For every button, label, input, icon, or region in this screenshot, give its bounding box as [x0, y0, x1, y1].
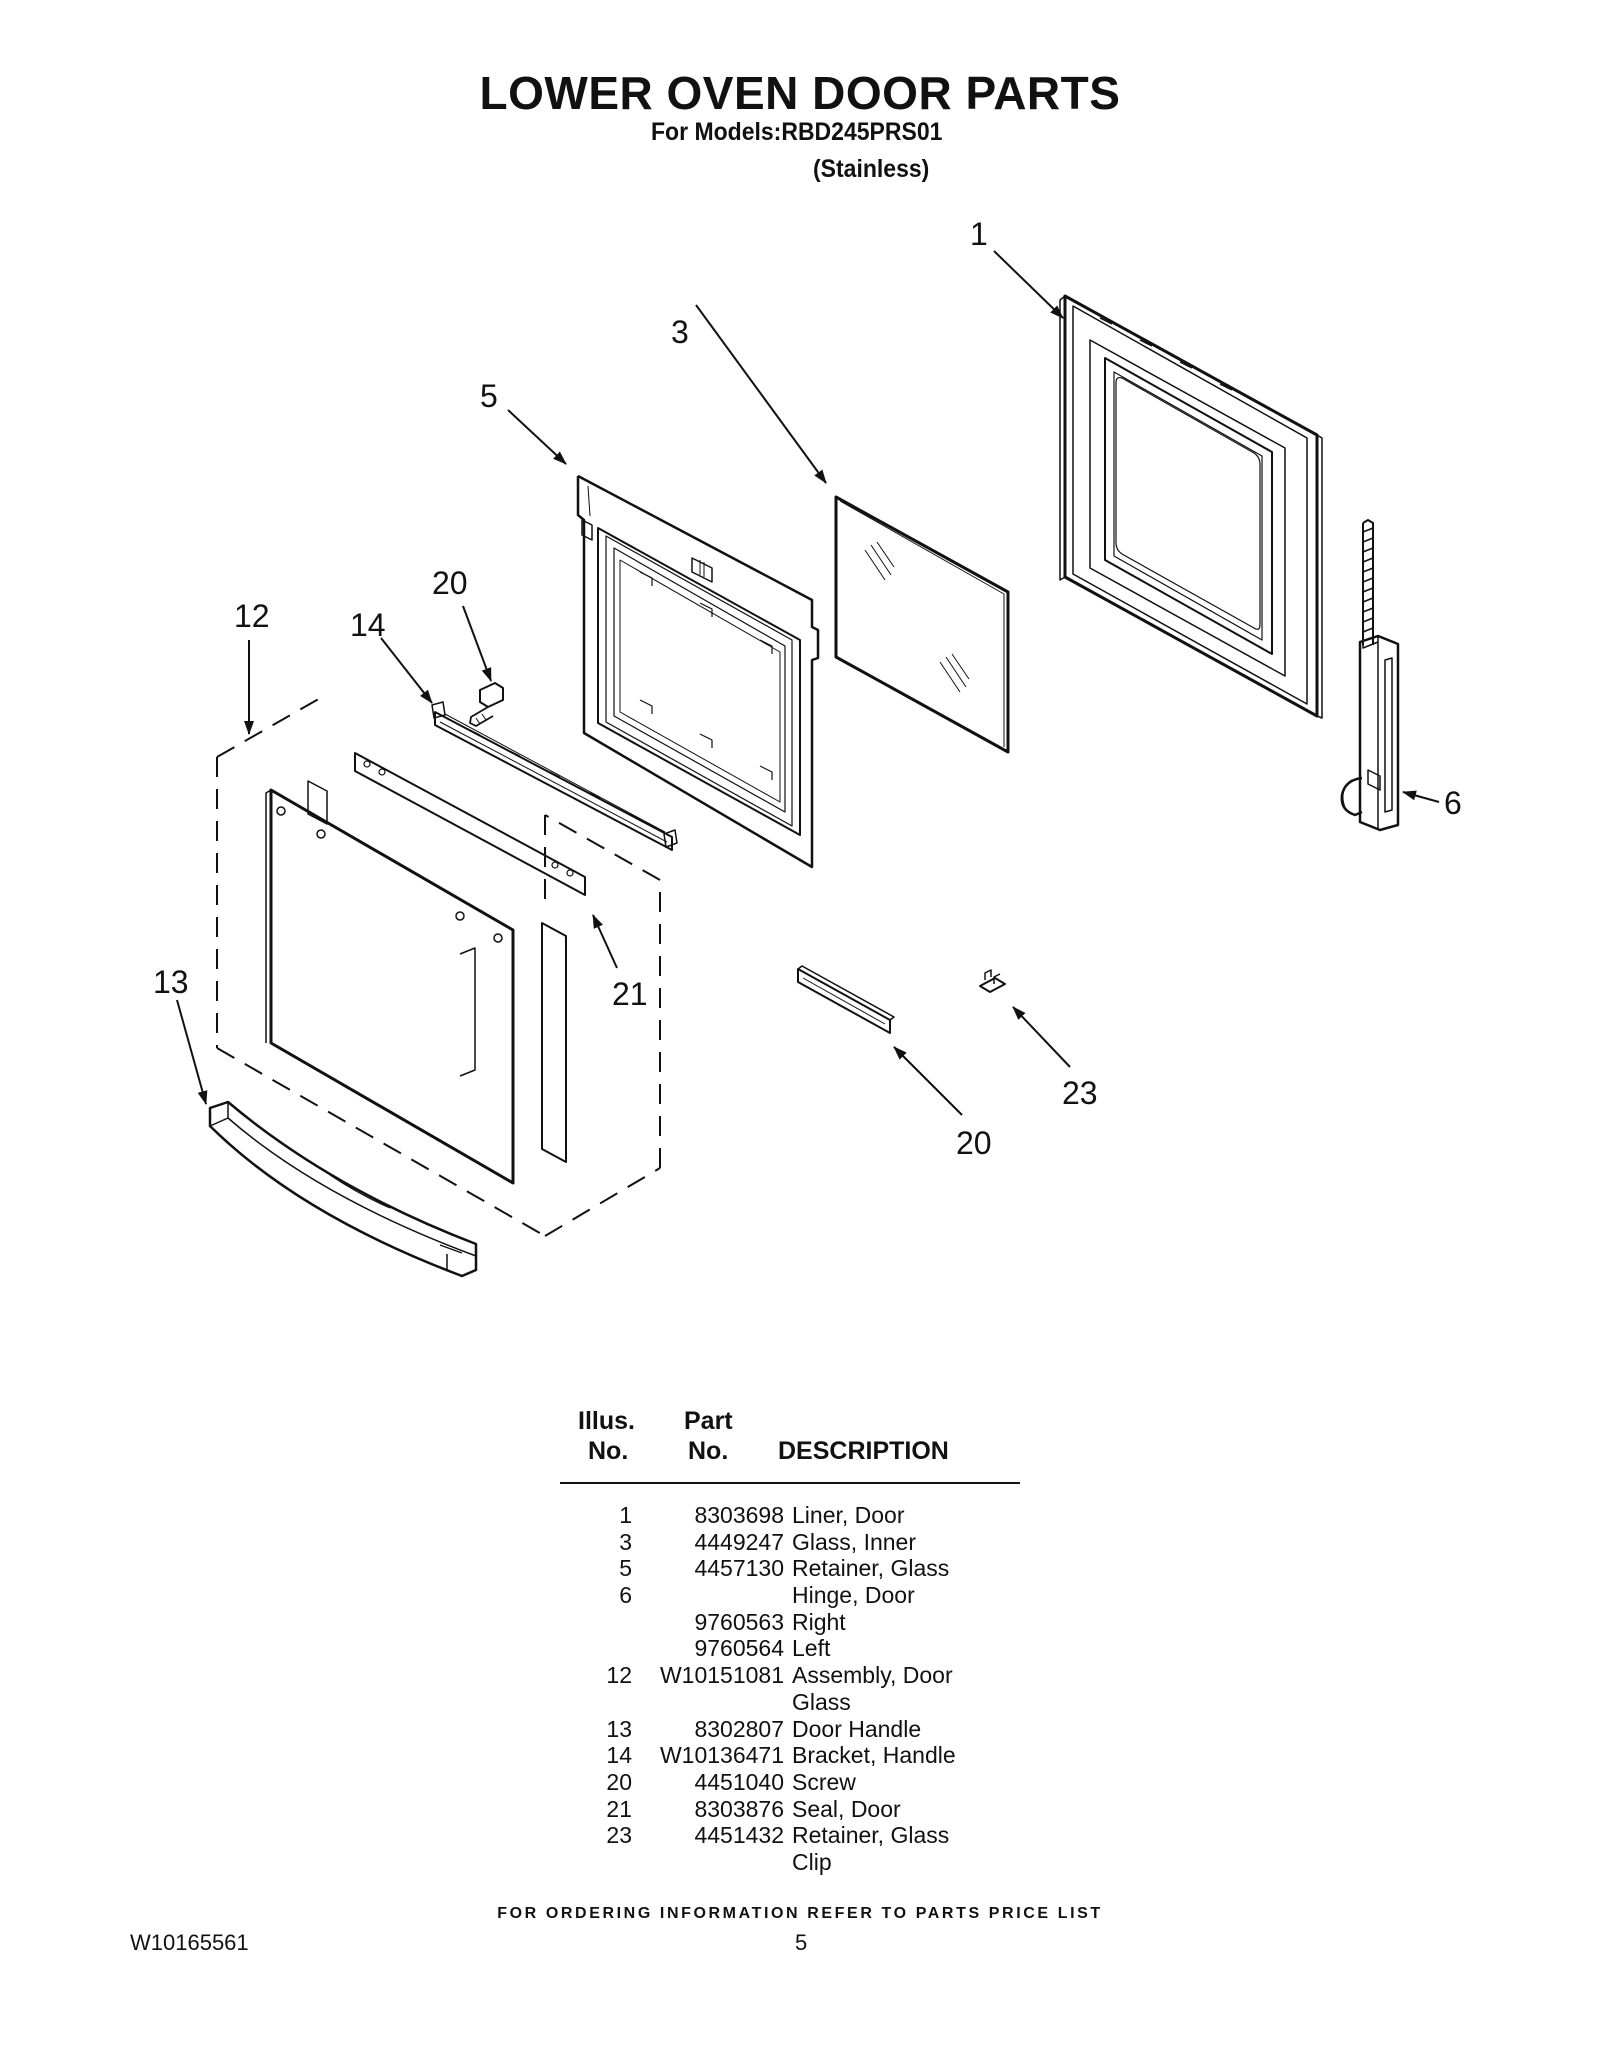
- cell-desc: Glass: [792, 1688, 851, 1715]
- table-row: 1 8303698 Liner, Door: [560, 1502, 1020, 1529]
- table-row: 9760564 Left: [560, 1635, 1020, 1662]
- cell-desc: Glass, Inner: [792, 1528, 916, 1555]
- cell-desc: Left: [792, 1635, 831, 1662]
- table-row: 14 W10136471 Bracket, Handle: [560, 1742, 1020, 1769]
- callout-21: 21: [612, 976, 648, 1012]
- cell-illus: 14: [606, 1742, 632, 1769]
- cell-part: 8303876: [694, 1795, 784, 1822]
- cell-part: 8303698: [694, 1502, 784, 1528]
- cell-part: 9760563: [694, 1608, 784, 1635]
- door-liner-part: [1059, 294, 1323, 719]
- table-row: 5 4457130 Retainer, Glass: [560, 1555, 1020, 1582]
- table-row: 12 W10151081 Assembly, Door: [560, 1662, 1020, 1689]
- table-rows: 1 8303698 Liner, Door 3 4449247 Glass, Inner…: [560, 1502, 1020, 1876]
- header-illus-line1: Illus.: [578, 1407, 635, 1435]
- cell-desc: Liner, Door: [792, 1502, 905, 1528]
- exploded-parts-diagram: 1 3 5 20 12 14 6 13 21 23 20: [153, 216, 1462, 1278]
- table-row: 3 4449247 Glass, Inner: [560, 1529, 1020, 1556]
- cell-illus: 13: [606, 1715, 632, 1742]
- cell-part: W10136471: [659, 1742, 784, 1769]
- cell-illus: 5: [619, 1555, 632, 1582]
- cell-desc: Clip: [792, 1848, 832, 1875]
- callout-12: 12: [234, 598, 270, 634]
- door-hinge-part: [1340, 519, 1400, 832]
- outer-glass-panel: [265, 780, 515, 1185]
- header-illus-line2: No.: [588, 1437, 629, 1465]
- cell-illus: 23: [606, 1822, 632, 1849]
- door-glass-assembly-outline: [216, 696, 661, 1237]
- table-row: 6 Hinge, Door: [560, 1582, 1020, 1609]
- cell-desc: Retainer, Glass: [792, 1555, 950, 1582]
- header-description: DESCRIPTION: [778, 1437, 949, 1465]
- cell-part: 4451432: [694, 1822, 784, 1849]
- callout-13: 13: [153, 964, 189, 1000]
- callout-20-screw: 20: [432, 565, 468, 601]
- leader-lines: [176, 250, 1440, 1116]
- callout-6: 6: [1444, 785, 1462, 821]
- cell-illus: 21: [606, 1795, 632, 1822]
- cell-part: W10151081: [659, 1662, 784, 1689]
- page-title: LOWER OVEN DOOR PARTS: [479, 67, 1121, 119]
- document-number: W10165561: [130, 1930, 249, 1955]
- cell-illus: 6: [619, 1582, 632, 1609]
- finish-line: (Stainless): [813, 155, 930, 183]
- cell-illus: 20: [606, 1768, 632, 1795]
- lower-strip-part: [797, 965, 895, 1034]
- cell-desc: Right: [792, 1608, 846, 1635]
- cell-part: 4449247: [694, 1528, 784, 1555]
- inner-glass-part: [834, 495, 1010, 754]
- glass-retainer-part: [576, 474, 820, 869]
- table-row: 23 4451432 Retainer, Glass: [560, 1822, 1020, 1849]
- cell-part: 4457130: [694, 1555, 784, 1582]
- cell-desc: Seal, Door: [792, 1795, 901, 1822]
- table-row: 9760563 Right: [560, 1609, 1020, 1636]
- cell-part: 8302807: [694, 1715, 784, 1742]
- table-row: 20 4451040 Screw: [560, 1769, 1020, 1796]
- cell-desc: Bracket, Handle: [792, 1742, 956, 1769]
- cell-desc: Hinge, Door: [792, 1582, 915, 1609]
- header-rule: [560, 1482, 1020, 1484]
- glass-clip-part: [979, 969, 1006, 993]
- cell-part: 4451040: [694, 1768, 784, 1795]
- screw-part: [469, 682, 504, 727]
- callout-14: 14: [350, 607, 386, 643]
- table-row: Glass: [560, 1689, 1020, 1716]
- header-part-line1: Part: [684, 1407, 733, 1435]
- callout-20-strip: 20: [956, 1125, 992, 1161]
- cell-part: 9760564: [694, 1635, 784, 1662]
- handle-bracket-part: [431, 701, 678, 851]
- callout-3: 3: [671, 314, 689, 350]
- header-part-line2: No.: [688, 1437, 729, 1465]
- cell-desc: Door Handle: [792, 1715, 922, 1742]
- cell-illus: 3: [619, 1528, 632, 1555]
- table-row: 21 8303876 Seal, Door: [560, 1796, 1020, 1823]
- table-row: 13 8302807 Door Handle: [560, 1716, 1020, 1743]
- models-line: For Models:RBD245PRS01: [651, 118, 943, 146]
- cell-desc: Assembly, Door: [792, 1662, 953, 1689]
- cell-desc: Screw: [792, 1768, 856, 1795]
- door-handle-part: [208, 1100, 478, 1278]
- cell-illus: 1: [619, 1502, 632, 1528]
- cell-illus: 12: [606, 1662, 632, 1689]
- callout-23: 23: [1062, 1075, 1098, 1111]
- callout-5: 5: [480, 378, 498, 414]
- ordering-note: FOR ORDERING INFORMATION REFER TO PARTS …: [497, 1905, 1103, 1922]
- page-number: 5: [795, 1930, 808, 1955]
- callout-1: 1: [970, 216, 988, 252]
- table-row: Clip: [560, 1849, 1020, 1876]
- cell-desc: Retainer, Glass: [792, 1822, 950, 1849]
- door-seal-part: [354, 752, 586, 1163]
